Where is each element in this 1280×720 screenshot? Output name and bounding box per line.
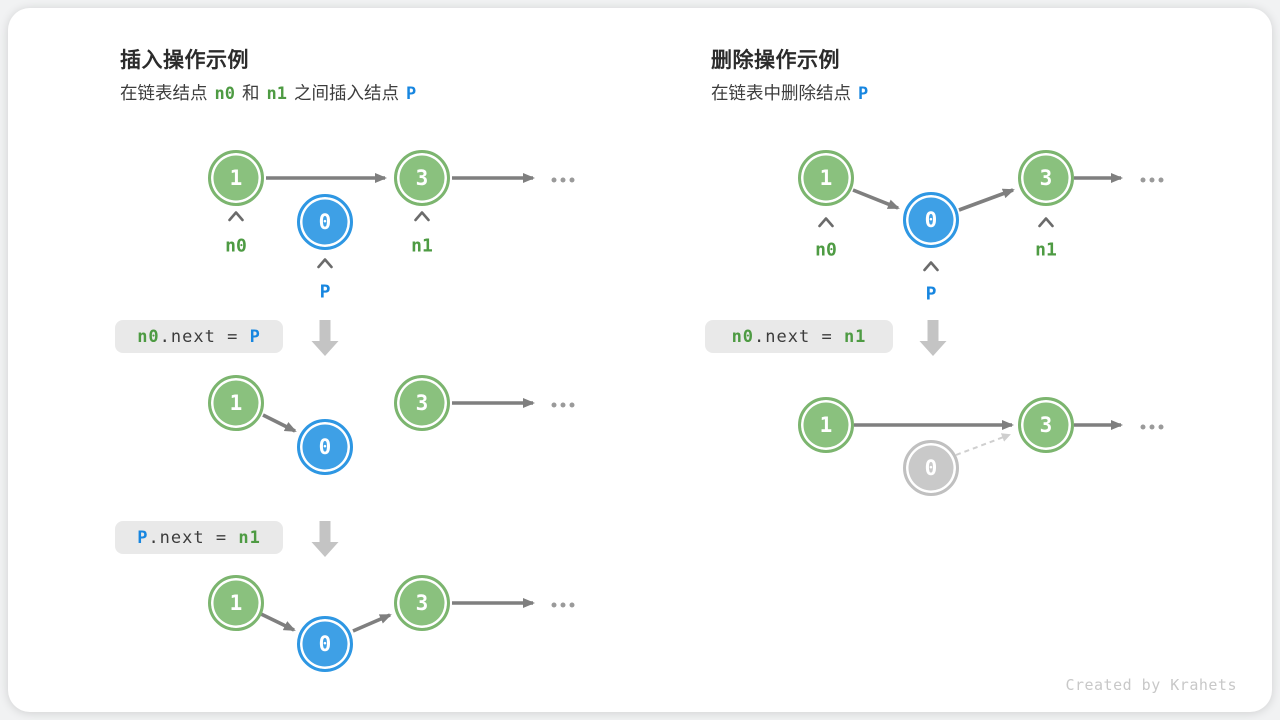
node-value: 3 [415,591,429,615]
figure-card [8,8,1272,712]
node-value: 0 [318,632,332,656]
node-circle: 3 [394,575,450,631]
node-circle: 1 [798,397,854,453]
subtitle-text: 和 [241,83,260,103]
code-member: .next = [754,326,844,347]
node-value: 1 [819,413,833,437]
node-value: 1 [229,591,243,615]
subtitle-p-token: P [405,84,417,104]
node-value: 3 [415,166,429,190]
node-circle: 1 [798,150,854,206]
node-circle: 3 [1018,150,1074,206]
subtitle-text: 在链表中删除结点 [711,83,851,103]
pointer-label-n0: n0 [225,235,247,257]
pointer-label-n1: n1 [411,235,433,257]
pointer-label-p: P [319,281,331,303]
node-circle: 3 [394,375,450,431]
node-circle: 0 [297,616,353,672]
node-value: 0 [924,208,938,232]
code-chip-delete-step1: n0.next = n1 [705,320,893,353]
delete-panel-subtitle: 在链表中删除结点 P [711,80,875,105]
delete-panel-title: 删除操作示例 [711,49,840,72]
node-value: 3 [415,391,429,415]
node-circle: 3 [1018,397,1074,453]
code-value: n1 [238,527,261,548]
code-target: P [137,527,149,548]
node-circle: 3 [394,150,450,206]
subtitle-text: 之间插入结点 [293,83,399,103]
node-circle: 1 [208,575,264,631]
insert-panel-subtitle: 在链表结点 n0 和 n1 之间插入结点 P [120,80,423,105]
node-circle: 0 [297,194,353,250]
subtitle-text: 在链表结点 [120,83,208,103]
subtitle-n0-token: n0 [214,84,235,104]
node-circle: 1 [208,150,264,206]
insert-panel-title: 插入操作示例 [120,49,249,72]
node-value: 1 [819,166,833,190]
code-chip-insert-step1: n0.next = P [115,320,283,353]
code-target: n0 [731,326,755,347]
node-value: 1 [229,166,243,190]
pointer-label-n1: n1 [1035,239,1057,261]
ellipsis-icon [551,402,575,408]
node-circle: 0 [903,192,959,248]
node-value: 1 [229,391,243,415]
pointer-label-n0: n0 [815,239,837,261]
node-value: 3 [1039,413,1053,437]
subtitle-p-token: P [858,84,869,104]
node-value: 0 [318,210,332,234]
subtitle-n1-token: n1 [266,84,287,104]
code-member: .next = [148,527,239,548]
code-value: P [249,326,261,347]
ellipsis-icon [551,177,575,183]
code-chip-insert-step2: P.next = n1 [115,521,283,554]
ellipsis-icon [551,602,575,608]
node-value: 3 [1039,166,1053,190]
node-value: 0 [924,456,938,480]
node-circle: 1 [208,375,264,431]
ellipsis-icon [1140,177,1164,183]
node-value: 0 [318,435,332,459]
code-member: .next = [159,326,250,347]
code-target: n0 [137,326,160,347]
ellipsis-icon [1140,424,1164,430]
credit-text: Created by Krahets [1065,676,1237,694]
code-value: n1 [843,326,867,347]
pointer-label-p: P [925,283,937,305]
node-circle-removed: 0 [903,440,959,496]
node-circle: 0 [297,419,353,475]
